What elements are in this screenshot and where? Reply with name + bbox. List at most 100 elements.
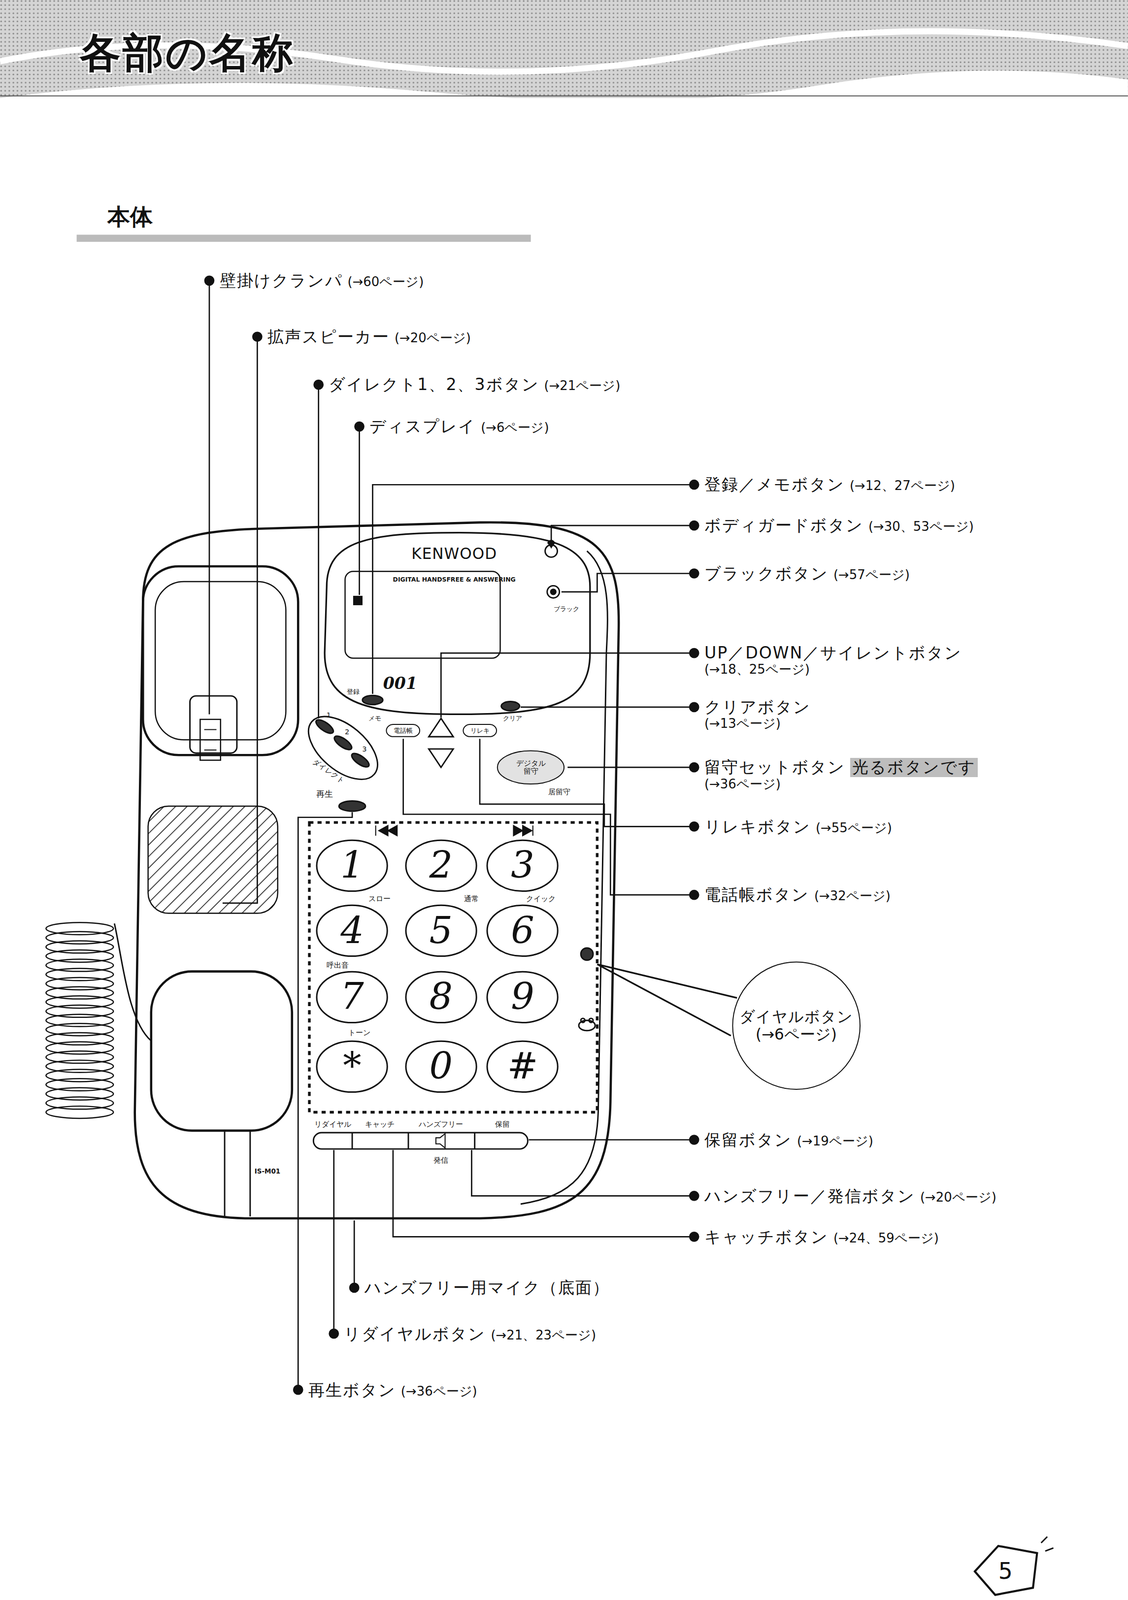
page-reference: (→30、53ページ) (868, 519, 974, 535)
callout-row: (→18、25ページ) (704, 662, 963, 678)
callout-label: ボディガードボタン (704, 516, 864, 535)
page-reference: (→20ページ) (920, 1190, 997, 1206)
callout-row: 拡声スピーカー(→20ページ) (267, 327, 471, 347)
header-band (0, 95, 1128, 97)
callout-row: 壁掛けクランパ(→60ページ) (219, 271, 425, 291)
panel-label: 通常 (464, 895, 479, 904)
callout: ディスプレイ(→6ページ) (369, 417, 549, 436)
leader-line (208, 280, 211, 715)
callout-dot (689, 648, 700, 659)
panel-label: リダイヤル (314, 1120, 352, 1129)
panel-label: クリア (502, 714, 523, 723)
leader-line (393, 1150, 695, 1237)
page-reference: (→19ページ) (796, 1134, 874, 1150)
buttons (332, 733, 354, 753)
leader-line (529, 1139, 695, 1141)
leader-line (551, 525, 695, 544)
callout-label: 拡声スピーカー (267, 327, 390, 347)
dial-key: 9 (485, 970, 560, 1025)
leader-line (353, 1220, 356, 1289)
callout-label: 留守セットボタン (704, 758, 846, 777)
callout-row: ハンズフリー用マイク（底面） (364, 1278, 610, 1298)
buttons (313, 717, 335, 736)
callout-row: ディスプレイ(→6ページ) (369, 417, 549, 436)
node-shape (487, 840, 558, 892)
leader-line (520, 706, 695, 709)
buttons (297, 539, 598, 1150)
buttons (501, 701, 520, 712)
callout: ハンズフリー／発信ボタン(→20ページ) (704, 1187, 997, 1206)
button-label: 電話帳 (393, 727, 413, 735)
page-reference: (→24、59ページ) (833, 1231, 939, 1247)
highlight-note: 光るボタンです (850, 758, 978, 777)
panel-label: スロー (368, 895, 391, 904)
callout: 壁掛けクランパ(→60ページ) (219, 271, 425, 291)
buttons (435, 1133, 446, 1149)
phone-body (155, 581, 286, 740)
page-reference: (→57ページ) (833, 567, 910, 583)
panel-label: 001 (383, 674, 418, 694)
callout-row: 再生ボタン(→36ページ) (308, 1381, 478, 1400)
panel-label: ブラック (553, 605, 580, 613)
callout-dot (689, 1231, 700, 1243)
button-label: 6 (510, 912, 534, 950)
button-label: 3 (510, 847, 534, 885)
phone-body (354, 597, 362, 605)
callout-row: ハンズフリー／発信ボタン(→20ページ) (704, 1187, 997, 1206)
phonebook-button: 電話帳 (385, 724, 421, 738)
callout-label: 壁掛けクランパ (219, 271, 343, 291)
phone-body (199, 719, 221, 761)
node-shape (405, 971, 477, 1023)
section-rule (76, 234, 531, 243)
dial-key: 2 (404, 839, 478, 893)
node-shape (463, 724, 497, 737)
callout-dot (689, 1134, 700, 1146)
node-shape (316, 905, 388, 957)
section-rule (76, 234, 531, 243)
panel-label: 発信 (433, 1156, 449, 1165)
callout-row: 留守セットボタン光るボタンです (704, 758, 978, 777)
callout-dot (689, 1191, 700, 1202)
callout: ダイレクト1、2、3ボタン(→21ページ) (328, 375, 621, 395)
callout: 拡声スピーカー(→20ページ) (267, 327, 471, 347)
leader-line (317, 384, 320, 719)
page-reference: (→21ページ) (544, 378, 621, 394)
leader-line (222, 336, 258, 904)
callout-row: クリアボタン (704, 697, 811, 717)
leader-line (332, 1150, 335, 1334)
coil-cord (45, 922, 114, 1119)
leader-line (372, 484, 695, 695)
panel-label: キャッチ (364, 1120, 395, 1129)
callout-label: ディスプレイ (369, 417, 476, 436)
panel-label: ハンズフリー (418, 1120, 464, 1129)
page-reference: (→32ページ) (814, 889, 891, 904)
dial-key: # (485, 1040, 560, 1094)
callout-dot (252, 331, 263, 342)
panel-label: クイック (526, 895, 556, 904)
callout-dot (689, 520, 700, 531)
dial-key: 6 (485, 904, 560, 958)
page-reference: (→60ページ) (347, 274, 425, 290)
buttons (428, 718, 454, 737)
callout: 留守セットボタン光るボタンです(→36ページ) (704, 758, 978, 792)
callout-row: ブラックボタン(→57ページ) (704, 564, 910, 584)
button-label: 留守 (523, 767, 539, 776)
node-shape (405, 840, 477, 892)
callout-row: 保留ボタン(→19ページ) (704, 1130, 874, 1150)
callout: リダイヤルボタン(→21、23ページ) (343, 1325, 597, 1344)
dial-key: 0 (404, 1040, 478, 1094)
callout: ブラックボタン(→57ページ) (704, 564, 910, 584)
button-label: 4 (340, 912, 364, 950)
node-shape (316, 971, 388, 1023)
button-label: 5 (429, 912, 453, 950)
panel-label: 居留守 (548, 788, 571, 797)
node-shape (497, 751, 564, 785)
callout-label: UP／DOWN／サイレントボタン (704, 643, 963, 663)
callout-row: (→13ページ) (704, 716, 811, 732)
panel-label: 登録 (346, 688, 360, 696)
buttons (547, 585, 560, 598)
node-shape (405, 1041, 477, 1093)
callout: キャッチボタン(→24、59ページ) (704, 1227, 939, 1247)
node-shape (487, 905, 558, 957)
